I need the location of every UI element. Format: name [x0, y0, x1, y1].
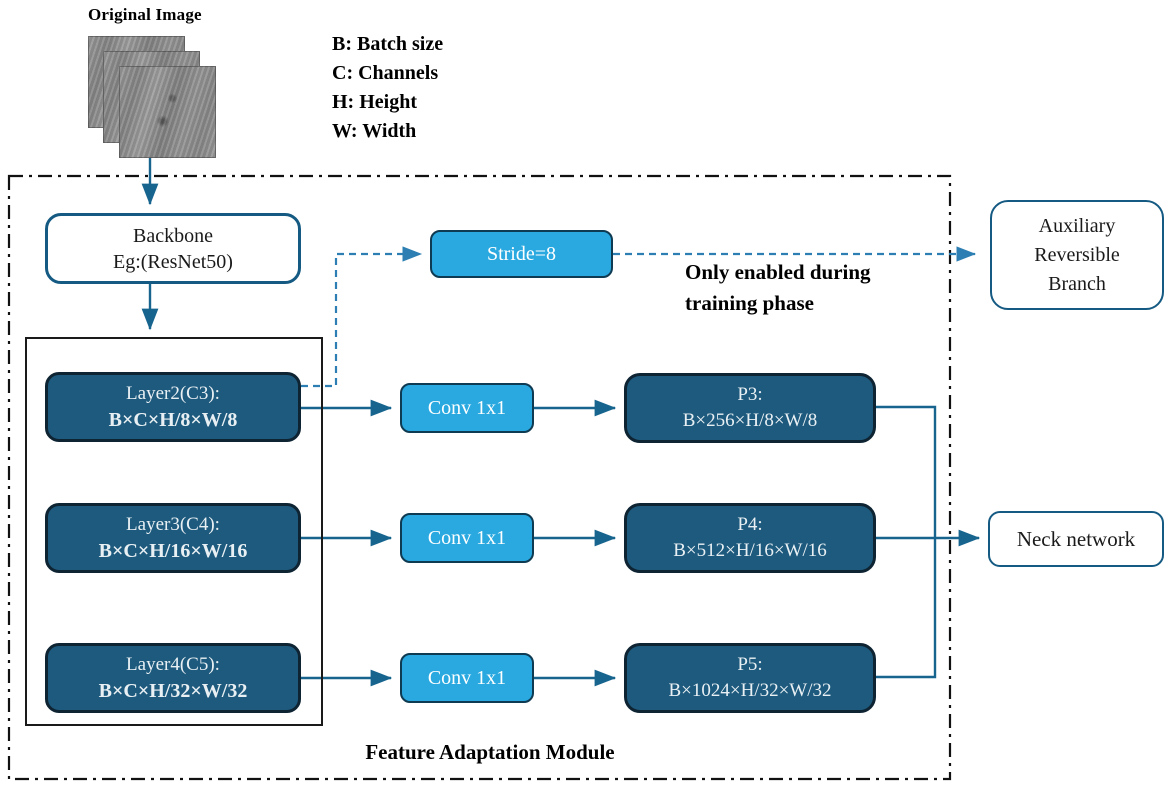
p4-shape: B×512×H/16×W/16: [673, 540, 827, 561]
layer4-shape: B×C×H/32×W/32: [98, 680, 248, 702]
p3-shape: B×256×H/8×W/8: [682, 410, 818, 431]
backbone-subtitle: Eg:(ResNet50): [113, 250, 233, 273]
conv1x1-box-3: Conv 1x1: [400, 653, 534, 703]
training-note: Only enabled during training phase: [685, 257, 871, 319]
layer3-name: Layer3(C4):: [126, 514, 220, 535]
layer4-box: Layer4(C5): B×C×H/32×W/32: [45, 643, 301, 713]
training-note-line1: Only enabled during: [685, 260, 871, 284]
layer2-box: Layer2(C3): B×C×H/8×W/8: [45, 372, 301, 442]
training-note-line2: training phase: [685, 291, 814, 315]
aux-line3: Branch: [1048, 272, 1106, 295]
line-p3-merge: [876, 405, 937, 537]
p5-shape: B×1024×H/32×W/32: [668, 680, 832, 701]
backbone-box: Backbone Eg:(ResNet50): [45, 213, 301, 284]
stride-label: Stride=8: [486, 242, 557, 265]
conv1x1-box-2: Conv 1x1: [400, 513, 534, 563]
p4-box: P4: B×512×H/16×W/16: [624, 503, 876, 573]
module-caption: Feature Adaptation Module: [365, 740, 615, 764]
p3-name: P3:: [737, 384, 763, 405]
layer2-shape: B×C×H/8×W/8: [108, 409, 238, 431]
legend-batch: B: Batch size: [332, 33, 444, 55]
conv1x1-label-2: Conv 1x1: [427, 526, 507, 549]
layer3-shape: B×C×H/16×W/16: [98, 540, 248, 562]
neck-label: Neck network: [1016, 527, 1136, 551]
backbone-layers-container: [25, 337, 323, 726]
aux-line1: Auxiliary: [1038, 214, 1116, 237]
conv1x1-label-3: Conv 1x1: [427, 666, 507, 689]
conv1x1-label-1: Conv 1x1: [427, 396, 507, 419]
legend-channels: C: Channels: [332, 62, 439, 84]
legend-height: H: Height: [332, 91, 417, 113]
stride-box: Stride=8: [430, 230, 613, 278]
original-image-thumbnail-front: [119, 66, 216, 158]
neck-network-box: Neck network: [988, 511, 1164, 567]
aux-line2: Reversible: [1034, 243, 1120, 266]
auxiliary-branch-box: Auxiliary Reversible Branch: [990, 200, 1164, 310]
layer3-box: Layer3(C4): B×C×H/16×W/16: [45, 503, 301, 573]
p5-box: P5: B×1024×H/32×W/32: [624, 643, 876, 713]
p3-box: P3: B×256×H/8×W/8: [624, 373, 876, 443]
line-p5-merge: [876, 539, 937, 679]
legend-width: W: Width: [332, 120, 417, 142]
layer4-name: Layer4(C5):: [126, 654, 220, 675]
conv1x1-box-1: Conv 1x1: [400, 383, 534, 433]
p5-name: P5:: [737, 654, 763, 675]
backbone-title: Backbone: [133, 224, 213, 247]
dimension-legend: B: Batch size C: Channels H: Height W: W…: [332, 30, 443, 146]
original-image-label: Original Image: [88, 5, 202, 24]
layer2-name: Layer2(C3):: [126, 383, 220, 404]
p4-name: P4:: [737, 514, 763, 535]
